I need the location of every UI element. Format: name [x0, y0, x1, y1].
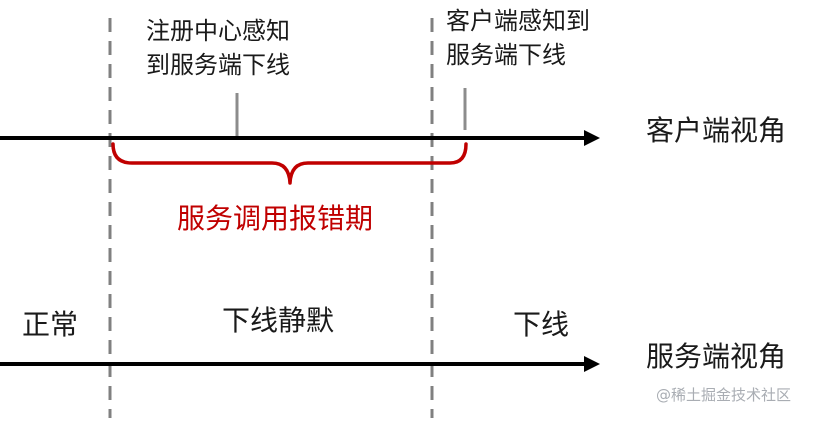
client-detect-label: 客户端感知到 服务端下线 — [446, 4, 590, 72]
offline-phase-label: 下线 — [513, 308, 570, 341]
registry-detect-line2: 到服务端下线 — [146, 51, 290, 79]
watermark: @稀土掘金技术社区 — [656, 386, 792, 404]
client-view-label: 客户端视角 — [646, 114, 787, 147]
registry-detect-line1: 注册中心感知 — [146, 17, 290, 45]
client-arrow-head — [584, 130, 600, 146]
client-detect-line1: 客户端感知到 — [446, 7, 590, 35]
offline-quiet-phase-label: 下线静默 — [222, 304, 335, 337]
error-period-brace — [111, 142, 468, 185]
normal-phase-label: 正常 — [22, 308, 79, 341]
client-detect-line2: 服务端下线 — [446, 41, 566, 69]
server-view-label: 服务端视角 — [646, 340, 787, 373]
server-arrow-head — [584, 356, 600, 372]
error-period-label: 服务调用报错期 — [177, 202, 374, 235]
registry-detect-label: 注册中心感知 到服务端下线 — [146, 14, 290, 82]
